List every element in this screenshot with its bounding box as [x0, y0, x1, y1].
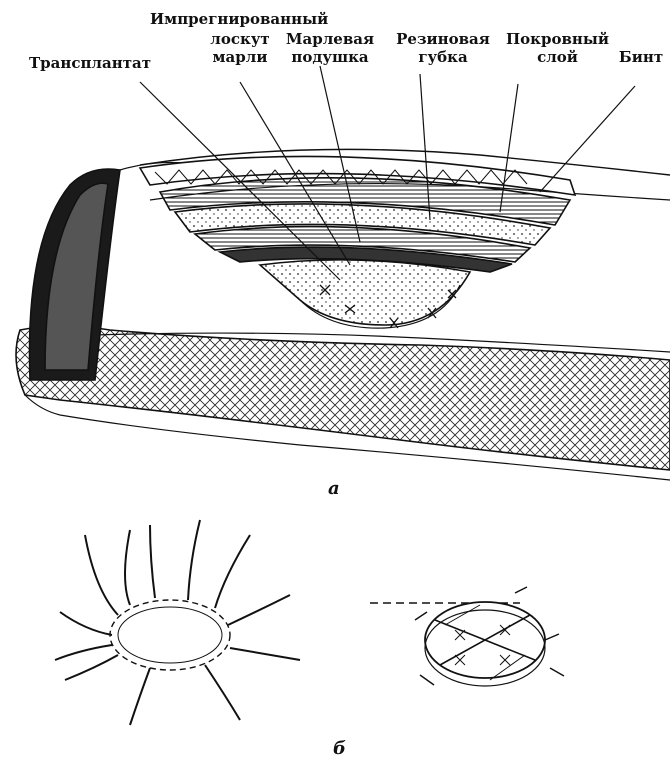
transplant [260, 260, 470, 325]
label-impregnated-line3: марли [205, 50, 275, 65]
label-gauze-pad-line2: подушка [280, 50, 380, 65]
label-rubber-sponge-line2: губка [388, 50, 498, 65]
suture-ring-drawing [55, 520, 300, 725]
limb-drawing [16, 66, 670, 480]
label-rubber-sponge-line1: Резиновая [388, 32, 498, 47]
tied-pad-drawing [370, 587, 564, 686]
label-impregnated-line2: лоскут [205, 32, 275, 47]
label-bandage: Бинт [612, 50, 670, 65]
label-gauze-pad-line1: Марлевая [280, 32, 380, 47]
part-label-b: б [333, 738, 346, 759]
part-label-a: а [328, 478, 340, 499]
label-impregnated-line1: Импрегнированный [150, 12, 320, 27]
label-cover-layer-line1: Покровный [505, 32, 610, 47]
label-cover-layer-line2: слой [505, 50, 610, 65]
label-transplant: Трансплантат [20, 56, 160, 71]
